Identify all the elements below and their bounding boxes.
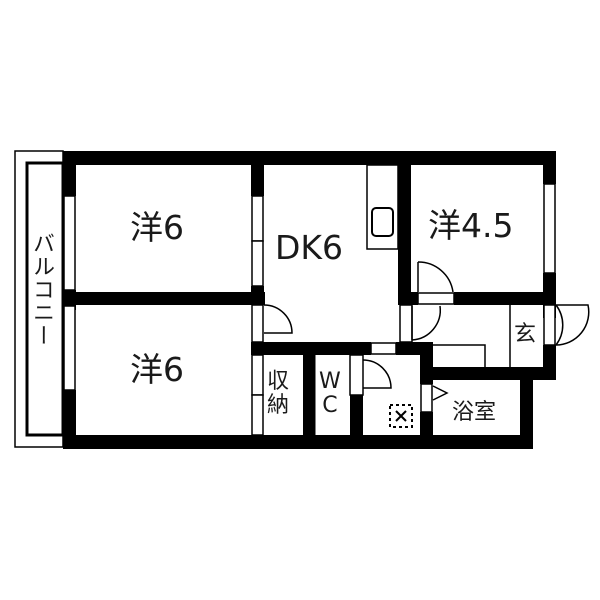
storage-label-2: 納	[267, 393, 290, 419]
western-room-3-label: 洋4.5	[428, 206, 514, 245]
bath-door-triangle	[432, 385, 449, 401]
sliding-doors	[251, 195, 556, 436]
kitchen-counter	[366, 164, 399, 250]
right-window	[543, 183, 556, 274]
storage-label: 収 納	[267, 369, 290, 419]
balcony-label: バルコニー	[29, 232, 54, 347]
balcony	[14, 150, 65, 448]
toilet-label-2: C	[322, 393, 338, 419]
bathroom-label: 浴室	[452, 400, 497, 425]
toilet-label-1: W	[319, 369, 341, 394]
dk-label: DK6	[275, 228, 344, 267]
western-room-2-label: 洋6	[130, 350, 184, 389]
door-arcs	[263, 261, 590, 389]
toilet-label: W C	[319, 369, 341, 419]
interior-walls	[63, 151, 556, 449]
western-room-1-label: 洋6	[130, 208, 184, 247]
entrance-step	[432, 305, 511, 367]
entrance-label: 玄	[514, 322, 537, 347]
storage-label-1: 収	[267, 369, 290, 394]
balcony-windows	[63, 195, 76, 391]
washing-machine-space-icon	[389, 404, 413, 428]
